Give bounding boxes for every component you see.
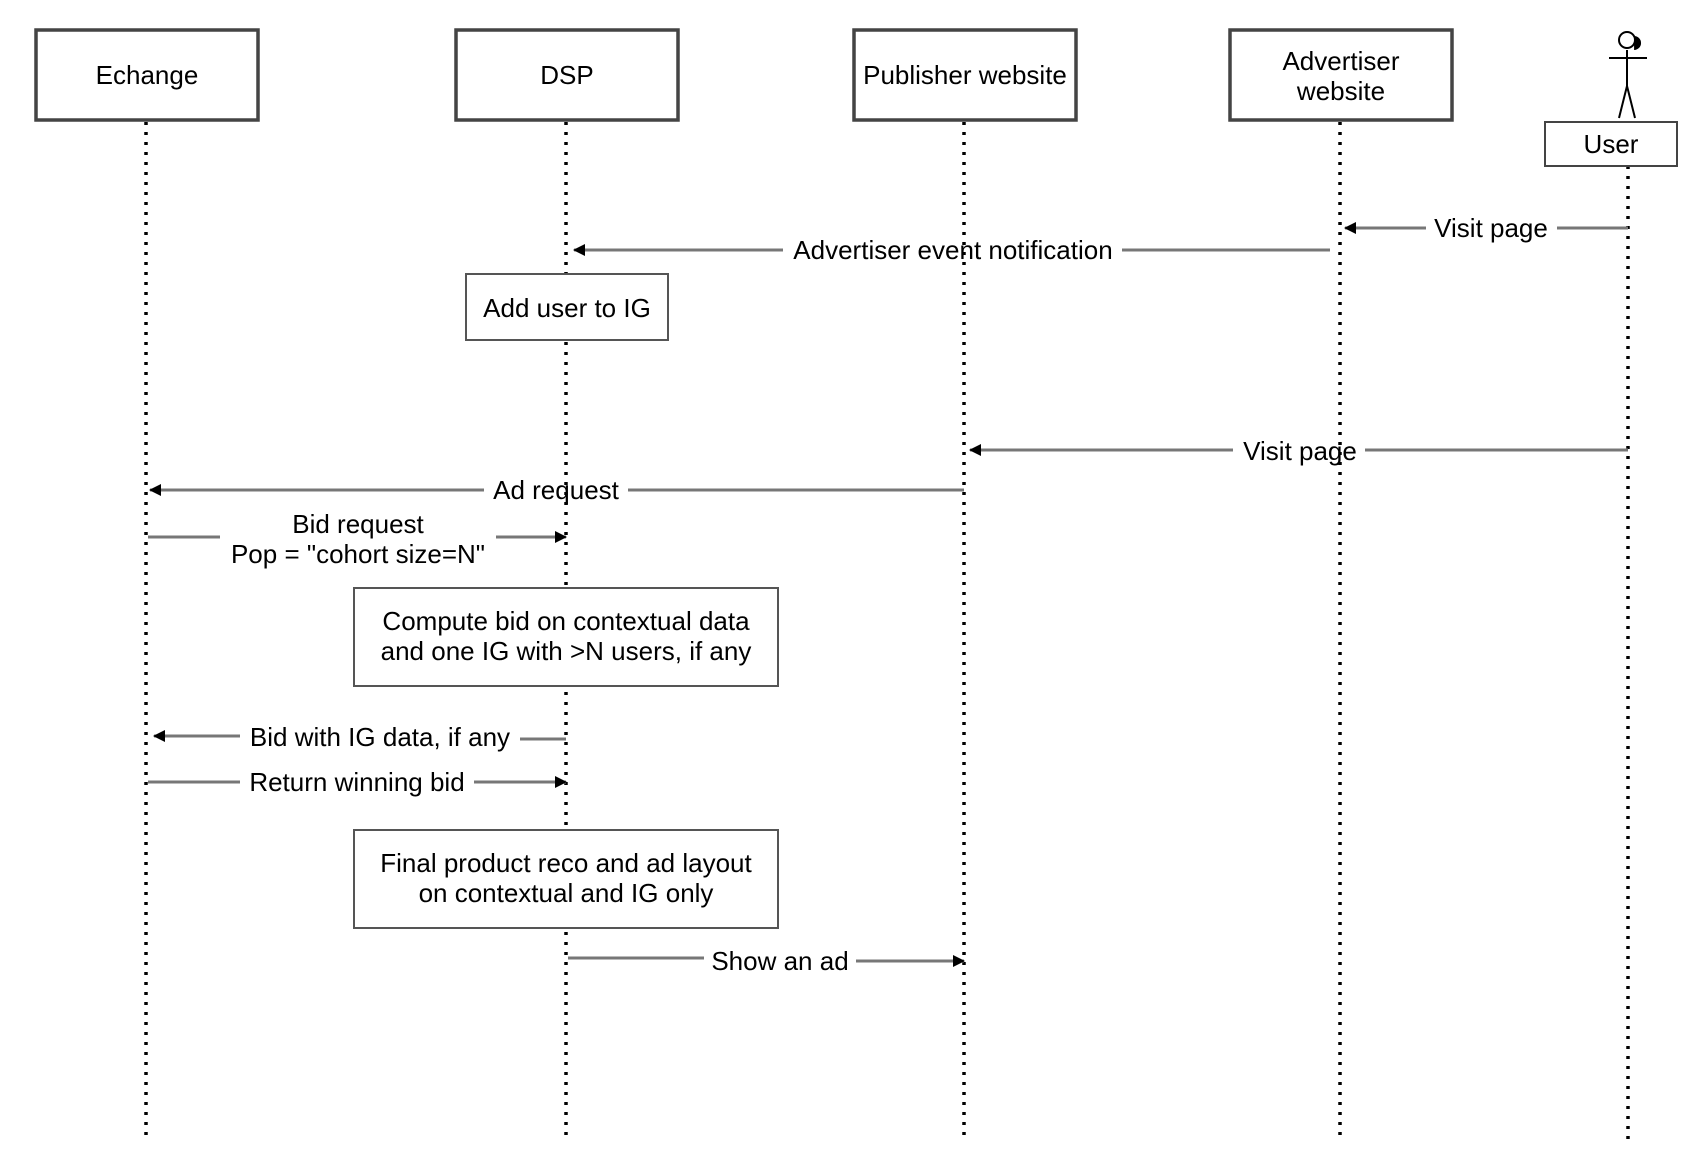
participant-user: User [1544,31,1678,167]
message-visit-page-label-1: Visit page [1434,213,1548,243]
message-bid-with-ig-label: Bid with IG data, if any [250,722,510,752]
message-ad-request: Ad request [149,475,964,505]
participant-exchange-label: Echange [96,60,199,90]
note-add-user-label: Add user to IG [483,293,651,323]
message-bid-request-label-line2: Pop = "cohort size=N" [231,539,485,569]
message-advertiser-event-notification: Advertiser event notification [573,235,1330,265]
message-return-winning-bid: Return winning bid [148,767,567,797]
participant-publisher: Publisher website [852,28,1078,122]
note-add-user-to-ig: Add user to IG [465,273,669,341]
note-compute-bid-label-line1: Compute bid on contextual data [382,606,750,636]
user-stick-figure-icon [1609,31,1647,119]
note-compute-bid: Compute bid on contextual data and one I… [353,587,779,687]
message-show-an-ad: Show an ad [568,946,965,976]
participant-dsp: DSP [454,28,680,122]
message-advertiser-event-label: Advertiser event notification [793,235,1112,265]
message-visit-page-advertiser: Visit page [1344,213,1628,243]
message-bid-request: Bid request Pop = "cohort size=N" [148,509,567,569]
note-compute-bid-label-line2: and one IG with >N users, if any [381,636,752,666]
message-bid-with-ig-data: Bid with IG data, if any [153,722,566,752]
message-ad-request-label: Ad request [493,475,620,505]
participant-dsp-label: DSP [540,60,593,90]
participant-publisher-label: Publisher website [863,60,1067,90]
message-visit-page-publisher: Visit page [969,436,1628,466]
participant-advertiser-label-line2: website [1296,76,1385,106]
note-final-product-reco: Final product reco and ad layout on cont… [353,829,779,929]
message-visit-page-label-2: Visit page [1243,436,1357,466]
note-final-reco-label-line2: on contextual and IG only [419,878,714,908]
participant-advertiser-label-line1: Advertiser [1282,46,1399,76]
note-final-reco-label-line1: Final product reco and ad layout [380,848,752,878]
participant-advertiser: Advertiser website [1228,28,1454,122]
participant-exchange: Echange [34,28,260,122]
message-return-winning-bid-label: Return winning bid [249,767,464,797]
participant-user-label: User [1584,129,1639,159]
message-show-an-ad-label: Show an ad [711,946,848,976]
message-bid-request-label-line1: Bid request [292,509,424,539]
